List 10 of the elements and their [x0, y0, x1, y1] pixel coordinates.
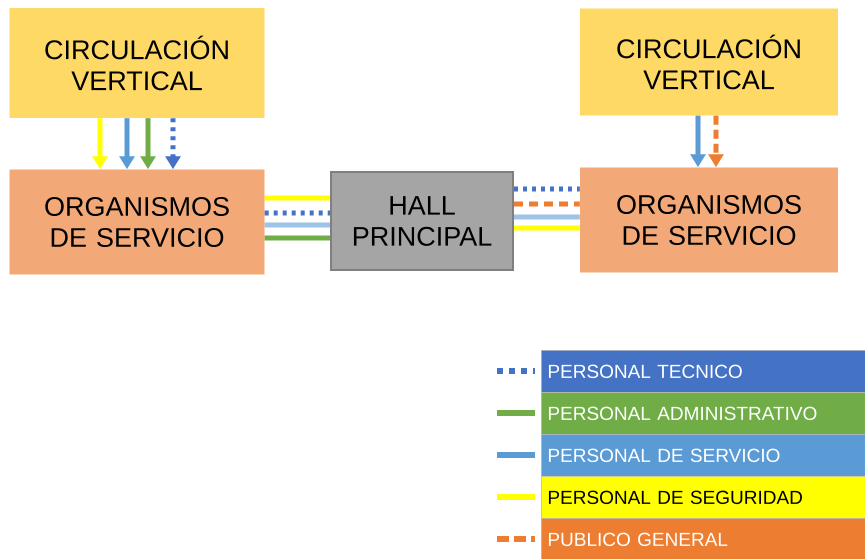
process-box: CIRCULACIÓN VERTICAL: [10, 8, 264, 118]
legend-entry: PERSONAL DE SERVICIO: [541, 434, 865, 477]
process-box: CIRCULACIÓN VERTICAL: [580, 8, 838, 116]
process-box: ORGANISMOS DE SERVICIO: [580, 168, 838, 272]
legend-entry: PUBLICO GENERAL: [541, 518, 865, 559]
process-box: HALL PRINCIPAL: [330, 171, 514, 271]
legend-entry: PERSONAL DE SEGURIDAD: [541, 476, 865, 519]
legend-entry: PERSONAL TECNICO: [541, 350, 865, 393]
legend-entry: PERSONAL ADMINISTRATIVO: [541, 392, 865, 435]
process-box: ORGANISMOS DE SERVICIO: [10, 170, 264, 274]
